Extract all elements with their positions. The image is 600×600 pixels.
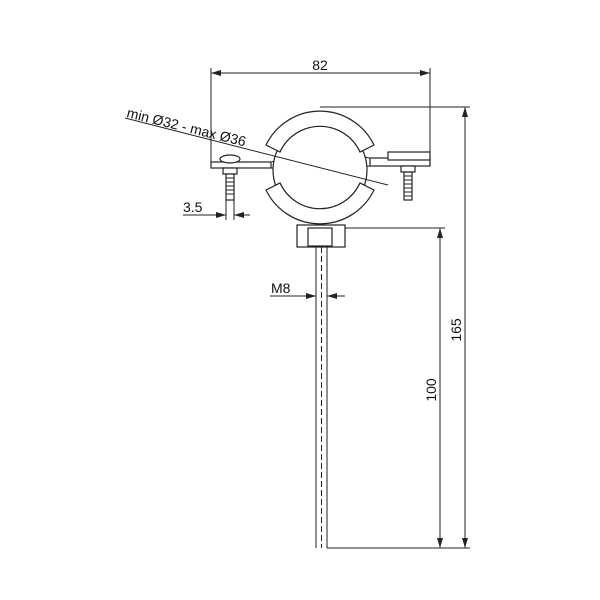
pipe-clamp-ring bbox=[265, 106, 470, 225]
bolt-left bbox=[222, 167, 238, 220]
width-dimension: 82 bbox=[210, 57, 431, 162]
bolt-offset-label: 3.5 bbox=[183, 199, 203, 215]
total-height-dimension: 165 bbox=[448, 107, 468, 548]
width-label: 82 bbox=[312, 57, 328, 73]
bolt-right bbox=[400, 165, 416, 201]
thread-label: M8 bbox=[271, 280, 291, 296]
rod-length-dimension: 100 bbox=[423, 228, 443, 548]
total-height-label: 165 bbox=[448, 318, 464, 342]
rod-length-label: 100 bbox=[423, 378, 439, 402]
bolt-offset-dimension: 3.5 bbox=[183, 199, 250, 218]
threaded-rod bbox=[296, 224, 470, 549]
thread-dimension: M8 bbox=[270, 280, 345, 299]
diameter-label: min Ø32 - max Ø36 bbox=[125, 104, 248, 149]
